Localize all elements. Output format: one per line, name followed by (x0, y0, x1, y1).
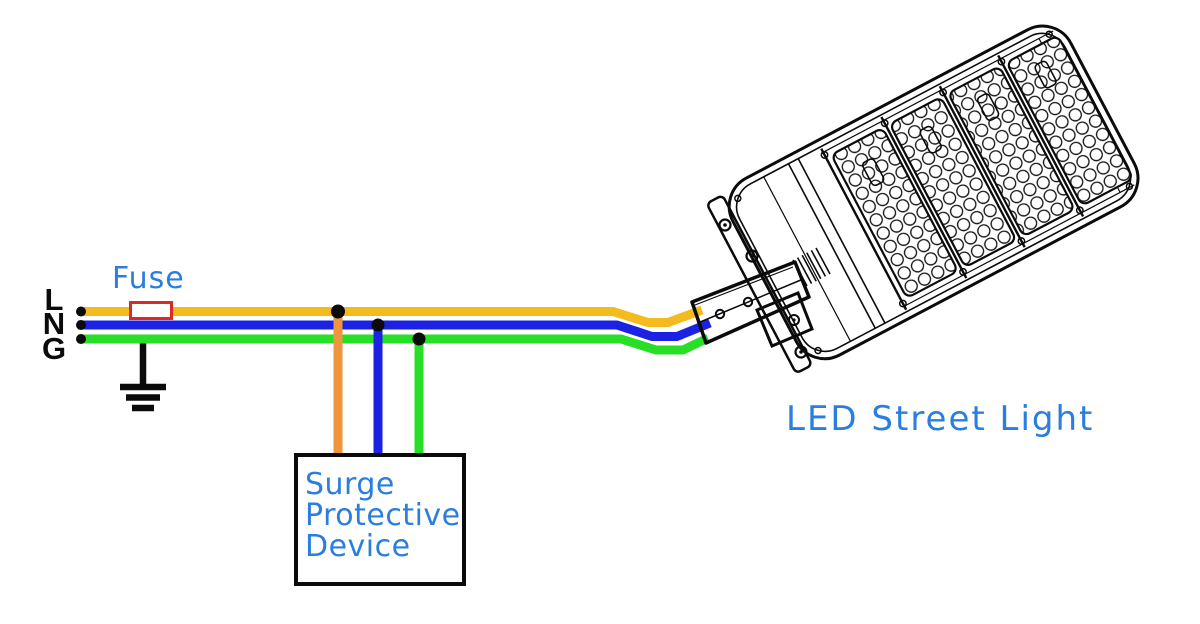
junction-dot-neutral (371, 318, 385, 332)
lamp-end-cap (707, 195, 812, 373)
junction-dot-ground (412, 332, 426, 346)
led-module (890, 98, 1016, 266)
led-module (949, 67, 1074, 236)
spd-label-line: Device (305, 529, 411, 564)
led-street-light-illustration (690, 24, 1140, 373)
mounting-arm (690, 260, 811, 345)
frame-screws (734, 30, 1134, 355)
neutral-wire (78, 318, 712, 341)
ground-symbol (120, 341, 166, 412)
terminal-label-live: L (44, 282, 64, 317)
terminal-dot-g (76, 334, 86, 344)
spd-label-line: Surge (305, 467, 395, 502)
terminal-dot-n (76, 320, 86, 330)
arm-bolt-hole (714, 308, 726, 320)
terminal-label-ground: G (41, 331, 67, 366)
junction-dots (76, 304, 426, 346)
fuse-symbol (129, 301, 173, 320)
module-rails (820, 54, 1085, 311)
terminal-dot-l (76, 306, 86, 317)
spd-label-line: Protective (305, 498, 461, 533)
terminal-label-neutral: N (42, 306, 66, 341)
live-wire (78, 305, 704, 327)
arm-bolt-hole (742, 296, 754, 308)
plate-bolt (788, 314, 800, 326)
ground-wire (78, 333, 710, 355)
led-modules (832, 36, 1132, 297)
led-module (1007, 36, 1132, 205)
led-street-light-label: LED Street Light (786, 399, 1095, 439)
mounting-plate (755, 291, 814, 348)
led-module (832, 129, 957, 297)
module-slots (862, 60, 1057, 187)
fuse-label: Fuse (112, 261, 185, 296)
lamp-body (727, 24, 1140, 361)
junction-dot-live (331, 304, 345, 319)
spd-box: Surge Protective Device (294, 453, 466, 586)
